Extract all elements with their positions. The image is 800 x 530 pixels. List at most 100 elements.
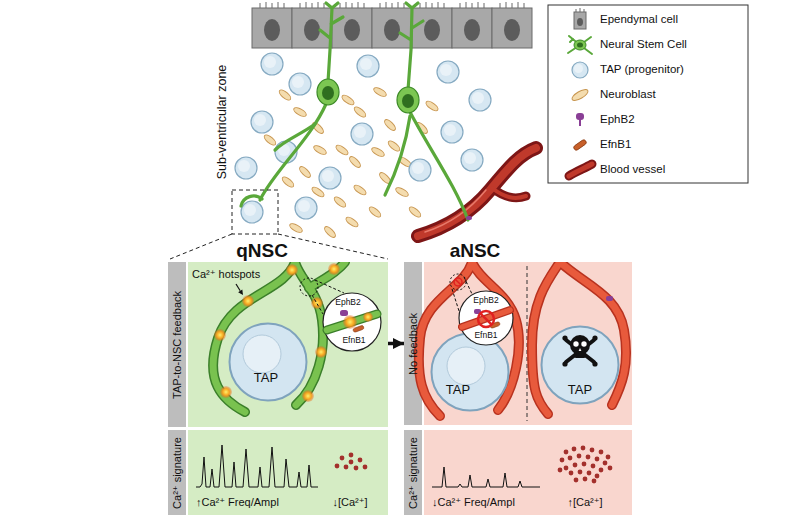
neuroblast [341,94,356,107]
nsc-basal-process [385,116,410,195]
calcium-hotspot [220,386,232,398]
calcium-dot [568,456,573,461]
cell-shape [228,322,308,402]
legend-icon [579,119,581,126]
neuroblast [281,175,296,189]
text-holder: Sub-ventricular zone [215,65,229,180]
calcium-dot [577,454,582,459]
ependymal-cell [492,2,532,48]
neuroblast [394,186,409,198]
text-holder: Ca²⁺ signature [407,437,420,509]
calcium-dot [595,457,600,462]
nsc-process [462,310,510,327]
calcium-hotspot [242,295,254,307]
calcium-dot [335,464,340,469]
tap-cell [235,157,257,179]
graphic-part [241,3,468,220]
signature-note: ↓Ca²⁺ Freq/Ampl [432,496,515,509]
neuroblast [372,86,387,98]
tap-cell [469,89,491,111]
legend-icon [577,43,583,48]
neuroblast [288,222,303,234]
neuroblast [425,100,440,113]
tap-nucleus [447,347,485,385]
legend-label: Neural Stem Cell [600,38,687,51]
signature-panel: Ca²⁺ signature ↓Ca²⁺ Freq/Ampl ↑[Ca²⁺] [404,430,632,515]
graphic-part [419,262,626,416]
neuroblast [263,133,278,147]
nsc-apical-process [320,3,343,82]
tap-cell [461,149,483,171]
neuroblast [323,225,337,239]
zoom-marker [450,274,466,290]
legend-entry: Neuroblast [600,88,656,101]
tap-membrane [432,334,509,411]
calcium-dot [349,460,354,465]
tap-cell [261,53,283,75]
graphic-part [335,453,368,471]
legend-icon [570,87,589,102]
calcium-dot [564,466,569,471]
calcium-hotspot [214,329,226,341]
text-holder: EfnB1 [474,331,497,341]
legend-entry: Neural Stem Cell [600,38,687,51]
calcium-dot [569,471,574,476]
calcium-dot [363,465,368,470]
neuroblast [348,155,362,169]
nsc-process [462,310,510,327]
dying-tap-cell: TAP [540,325,620,405]
neuroblast [353,105,368,119]
blood-vessel [492,188,526,198]
calcium-dot [564,450,569,455]
nsc-basal-process [260,104,326,200]
legend-label: TAP (progenitor) [600,63,684,76]
calcium-dot [578,470,583,475]
skull [574,350,586,358]
nsc-process [309,262,345,288]
prohibition-sign [478,311,494,327]
legend-label: Blood vessel [600,163,665,176]
tap-cell [241,201,263,223]
nsc-nucleus [322,86,334,100]
calcium-hotspot [302,390,314,402]
side-tab [168,262,186,427]
legend-icon [576,113,584,120]
neuroblast [408,205,423,219]
zoom-outline [459,291,513,345]
legend-icon [574,12,586,29]
text-holder: aNSC [450,240,501,262]
crossbones [562,335,567,340]
calcium-dot [573,463,578,468]
cell-shape [430,332,510,412]
calcium-dot [582,462,587,467]
calcium-dot [591,464,596,469]
nsc-basal-process [410,112,468,220]
legend-icon [574,64,583,73]
legend-entry: EphB2 [600,113,635,126]
neuroblast [278,88,293,102]
region-label: Sub-ventricular zone [215,65,229,180]
cell-label: TAP [254,371,278,386]
panel-heading: qNSC [236,240,288,262]
calcium-dot [608,466,613,471]
legend-entry: TAP (progenitor) [600,63,684,76]
tap-cell [441,121,463,143]
ependymal-cell [452,2,492,48]
text-holder: ↑[Ca²⁺] [567,496,602,509]
legend-icon [573,139,587,151]
skull-nose [579,348,582,351]
tap-cell [319,167,341,189]
nsc-basal-process [275,124,315,150]
nsc-apical-process [400,3,423,90]
tap-cell [409,159,431,181]
signature-note: ↑[Ca²⁺] [567,496,602,509]
side-tab-label: TAP-to-NSC feedback [171,290,184,398]
ephb2-symbol [606,296,613,301]
molecule-label: EphB2 [473,296,499,306]
prohibition-sign [454,278,462,286]
text-holder: TAP [254,371,278,386]
molecule-label: EfnB1 [474,331,497,341]
side-tab [404,430,422,515]
calcium-dot [574,478,579,483]
